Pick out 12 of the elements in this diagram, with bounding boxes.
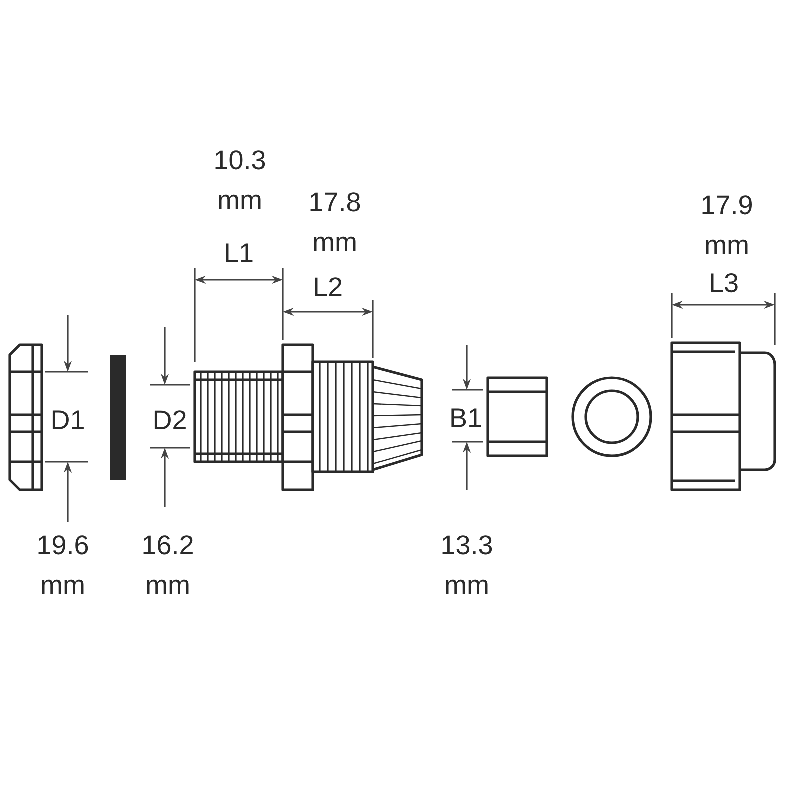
dimension-label: 13.3 mm	[442, 536, 492, 594]
dimension-label: L2	[315, 278, 342, 296]
dimension-label: 16.2 mm	[144, 536, 193, 594]
dimension-label: 17.8 mm	[310, 192, 360, 252]
dimension-label: D1	[52, 410, 84, 430]
dimension-label: 10.3 mm	[216, 150, 266, 210]
dimension-label: 19.6 mm	[38, 536, 88, 594]
dimension-label: D2	[154, 410, 186, 430]
dimension-label: L3	[711, 273, 738, 293]
dimension-label: 17.9 mm	[702, 196, 752, 254]
dimension-label: L1	[226, 244, 253, 262]
dimension-label: B1	[452, 408, 482, 428]
